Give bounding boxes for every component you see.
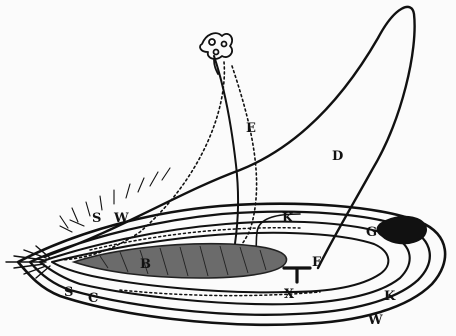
label-g: G (366, 225, 377, 240)
label-b: B (140, 257, 151, 272)
label-s-left: S (64, 285, 73, 300)
t-bar (284, 268, 310, 282)
label-w-upper: W (113, 211, 129, 226)
label-e: E (246, 121, 256, 136)
label-k-lower: K (384, 289, 396, 304)
label-s-upper: S (92, 211, 101, 226)
dark-knot (377, 217, 426, 244)
stalk-e-dotted-left (62, 62, 224, 260)
stalk-e (214, 56, 238, 262)
label-w-lower: W (367, 313, 383, 328)
label-d: D (332, 149, 343, 164)
label-f: F (312, 255, 322, 270)
label-x: X (284, 287, 295, 302)
label-c: C (88, 291, 98, 306)
flower-tuft (200, 33, 232, 74)
label-k-upper: K (282, 211, 294, 226)
